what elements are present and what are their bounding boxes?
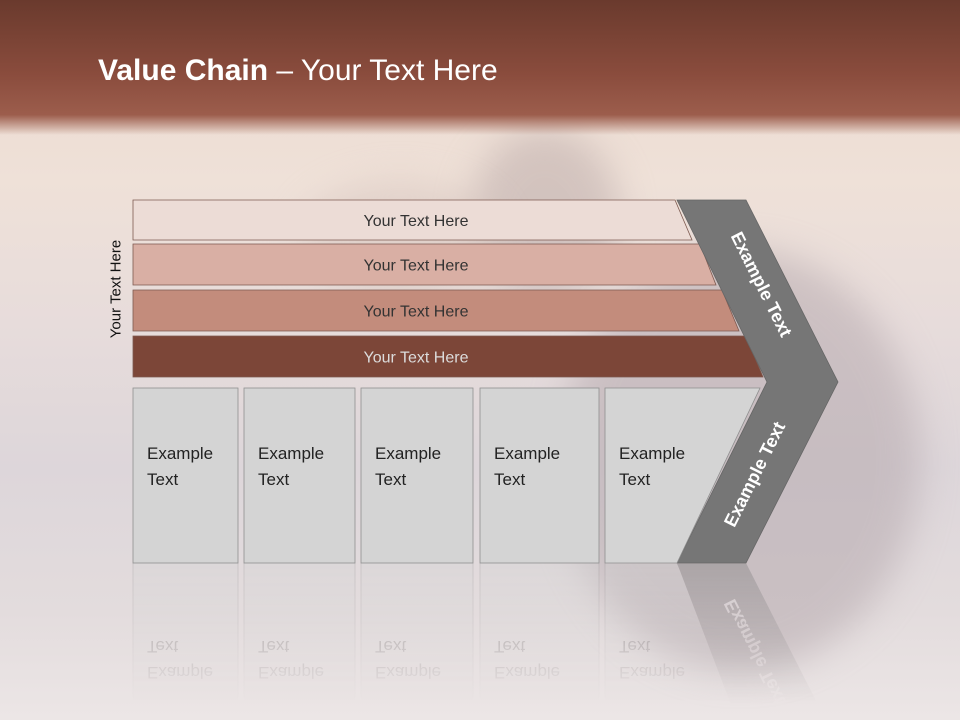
activity-box-3 <box>360 562 474 720</box>
value-row-2-label: Your Text Here <box>364 258 469 275</box>
value-row-4 <box>132 335 764 378</box>
activity-box-2 <box>243 562 356 720</box>
activity-box-4-line2: Text <box>494 470 525 489</box>
activity-box-5-line1: Example <box>619 663 685 682</box>
activity-box-5-line1: Example <box>619 444 685 463</box>
activity-box-3-line2: Text <box>375 637 406 656</box>
activity-box-1 <box>132 387 239 564</box>
activity-box-1 <box>132 562 239 720</box>
activity-box-2-line2: Text <box>258 470 289 489</box>
activity-box-2-line1: Example <box>258 444 324 463</box>
activity-box-1-line1: Example <box>147 663 213 682</box>
value-row-1 <box>132 199 693 241</box>
activity-box-3 <box>360 387 474 564</box>
activity-box-3-line1: Example <box>375 663 441 682</box>
activity-box-4 <box>479 562 600 720</box>
activity-box-1-line2: Text <box>147 470 178 489</box>
activity-box-5-line2: Text <box>619 637 650 656</box>
activity-box-2-reflection: Example Text <box>243 562 356 720</box>
activity-box-5-line2: Text <box>619 470 650 489</box>
value-row-1-label: Your Text Here <box>364 213 469 230</box>
activity-box-1-reflection: Example Text <box>132 562 239 720</box>
page-title-bold: Value Chain <box>98 54 269 87</box>
value-row-3 <box>132 289 740 332</box>
activity-box-4-line1: Example <box>494 444 560 463</box>
activity-box-4-reflection: Example Text <box>479 562 600 720</box>
activity-box-3-line1: Example <box>375 444 441 463</box>
chevron-lower-arm-reflection <box>677 563 826 720</box>
activity-box-2-line1: Example <box>258 663 324 682</box>
page-title: Value Chain – Your Text Here <box>98 54 498 88</box>
activity-box-4 <box>479 387 600 564</box>
value-row-4-label: Your Text Here <box>364 350 469 367</box>
activity-box-4-line2: Text <box>494 637 525 656</box>
title-band <box>0 0 960 135</box>
activity-box-1-line1: Example <box>147 444 213 463</box>
value-row-2 <box>132 243 717 286</box>
activity-box-3-reflection: Example Text <box>360 562 474 720</box>
activity-box-2 <box>243 387 356 564</box>
activity-box-4-line1: Example <box>494 663 560 682</box>
page-title-rest: – Your Text Here <box>268 54 498 87</box>
activity-box-3-line2: Text <box>375 470 406 489</box>
value-row-3-label: Your Text Here <box>364 304 469 321</box>
activity-box-2-line2: Text <box>258 637 289 656</box>
activity-box-1-line2: Text <box>147 637 178 656</box>
